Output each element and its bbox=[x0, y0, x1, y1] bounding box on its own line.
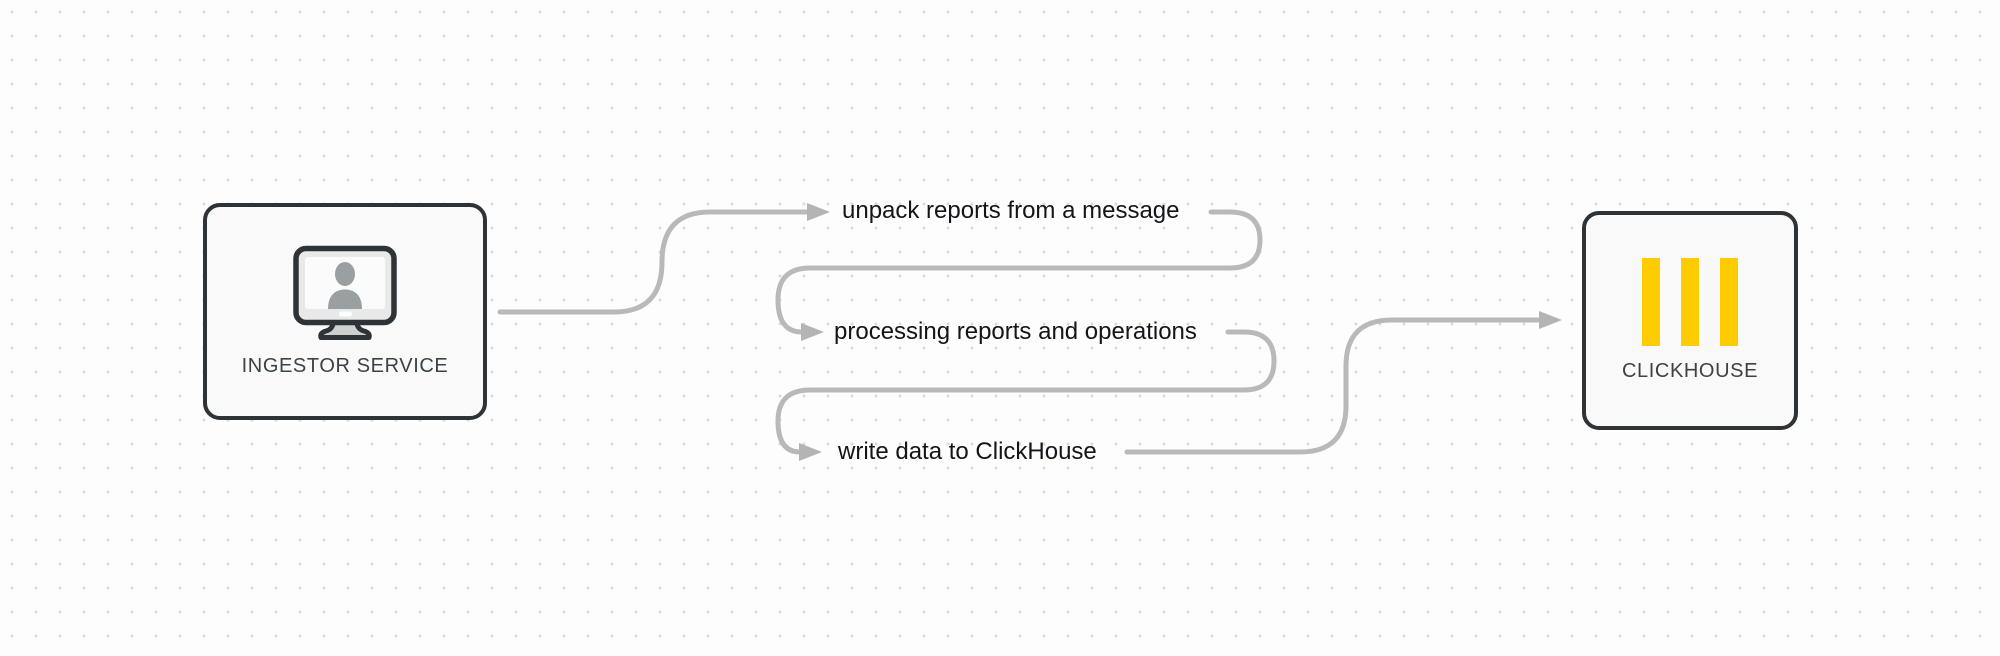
clickhouse-logo-bar bbox=[1642, 258, 1660, 346]
step-label-write-data: write data to ClickHouse bbox=[838, 438, 1097, 465]
clickhouse-logo-icon bbox=[1642, 258, 1738, 346]
node-ingestor-service[interactable]: INGESTOR SERVICE bbox=[203, 203, 487, 420]
node-label-clickhouse: CLICKHOUSE bbox=[1621, 360, 1759, 382]
node-label-ingestor-service: INGESTOR SERVICE bbox=[241, 355, 449, 377]
connector-step2-to-step3 bbox=[775, 329, 1277, 461]
step-label-unpack-reports: unpack reports from a message bbox=[842, 197, 1180, 224]
connector-step1-to-step2 bbox=[775, 209, 1263, 341]
node-clickhouse[interactable]: CLICKHOUSE bbox=[1582, 211, 1798, 430]
clickhouse-logo-bar bbox=[1720, 258, 1738, 346]
clickhouse-logo-bar bbox=[1681, 258, 1699, 346]
user-monitor-icon bbox=[293, 245, 397, 340]
connector-ingestor-to-step1 bbox=[497, 203, 830, 315]
step-label-processing-reports: processing reports and operations bbox=[834, 318, 1197, 345]
